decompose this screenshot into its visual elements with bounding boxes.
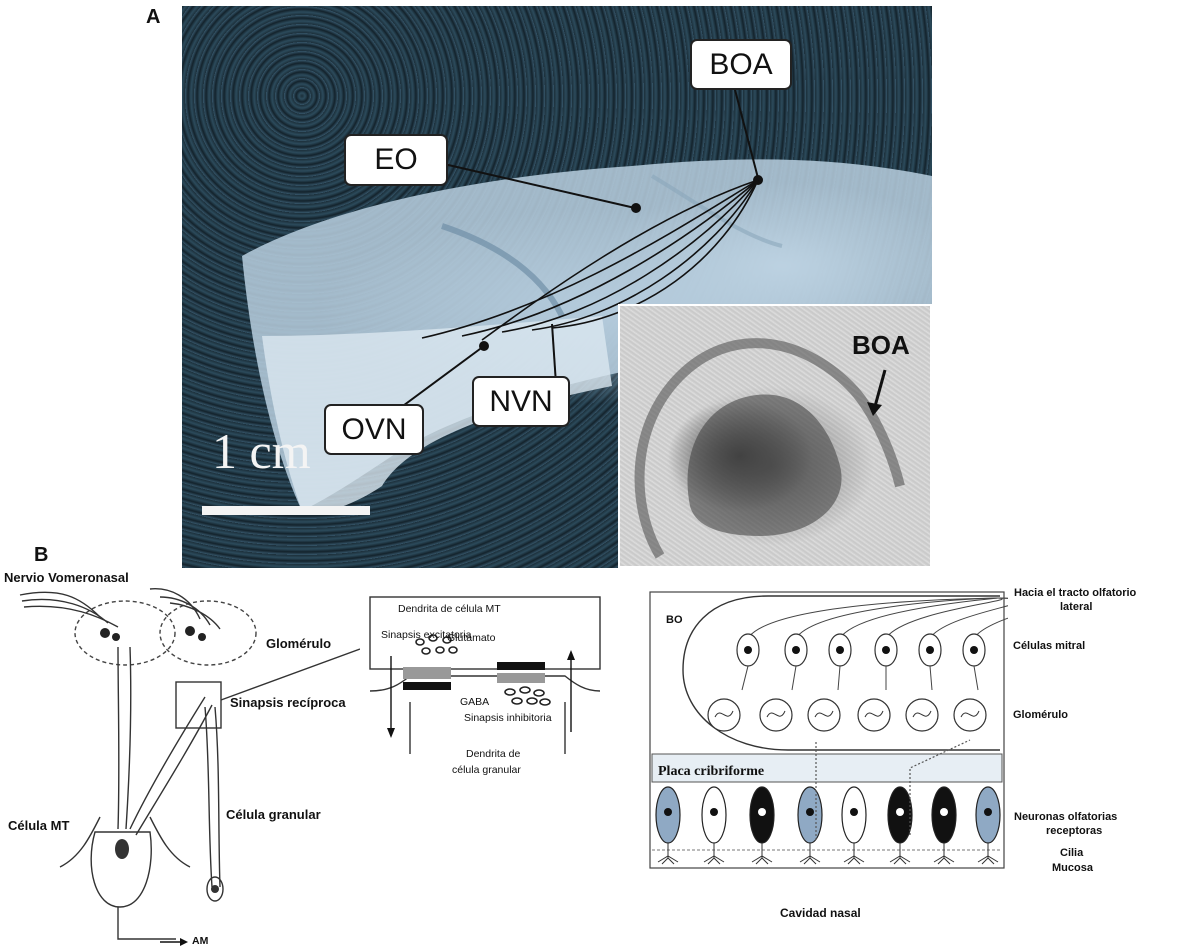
receptor-neuron [656, 787, 680, 864]
downward-arrowhead [387, 728, 395, 738]
mucosa-label: Mucosa [1052, 862, 1093, 875]
inset-inner-mass [688, 394, 842, 536]
glutamato-label: Glutamato [447, 632, 495, 644]
inset-boa-label: BOA [852, 330, 910, 361]
excitatory-cleft [403, 667, 451, 679]
neuronas-olfatorias-label-1: Neuronas olfatorias [1014, 811, 1117, 824]
ovn-label: OVN [324, 404, 424, 455]
receptor-neuron [888, 787, 912, 864]
panel-b-letter: B [34, 544, 48, 567]
granular-cell-process [205, 707, 220, 887]
mt-cell-body [60, 817, 190, 907]
mt-cell-nucleus [115, 839, 129, 859]
mt-granular-cell-schematic [0, 567, 360, 947]
excitatory-density [403, 682, 451, 690]
celulas-mitral-label: Células mitral [1013, 640, 1085, 653]
neuronas-olfatorias-label-2: receptoras [1046, 825, 1102, 838]
receptor-neuron [842, 787, 866, 864]
glomerulus [858, 699, 890, 731]
reciprocal-synapse-box [176, 682, 221, 728]
gaba-label: GABA [460, 696, 489, 708]
cavidad-nasal-label: Cavidad nasal [780, 907, 861, 921]
am-label: AM [192, 935, 208, 947]
receptor-neurons [656, 787, 1000, 864]
receptor-neuron [798, 787, 822, 864]
nervio-vomeronasal-label: Nervio Vomeronasal [4, 571, 129, 586]
glomeruli [708, 699, 986, 731]
mt-axon [118, 907, 176, 939]
celula-mt-label: Célula MT [8, 819, 69, 834]
gaba-vesicles [505, 687, 550, 705]
receptor-neuron [976, 787, 1000, 864]
histology-inset: BOA [618, 304, 932, 568]
glomerulus [954, 699, 986, 731]
hacia-tracto-label-1: Hacia el tracto olfatorio [1014, 587, 1136, 600]
panel-a-letter: A [146, 6, 160, 29]
olfactory-bulb-schematic [648, 590, 1008, 875]
receptor-neuron [750, 787, 774, 864]
inhibitory-cleft [497, 673, 545, 683]
eo-pointer-dot [631, 203, 641, 213]
glomerulo-label-left: Glomérulo [266, 637, 331, 652]
glomerulus [760, 699, 792, 731]
receptor-neuron [932, 787, 956, 864]
mt-cell-lateral-dendrite [130, 697, 212, 835]
hacia-tracto-label-2: lateral [1060, 601, 1092, 614]
glomerulus [708, 699, 740, 731]
sinapsis-reciproca-label: Sinapsis recíproca [230, 696, 346, 711]
scale-bar [202, 506, 370, 515]
zoom-pointer [221, 649, 360, 700]
placa-cribriforme-label: Placa cribriforme [658, 764, 764, 780]
dendrita-mt-label: Dendrita de célula MT [398, 603, 501, 615]
glomerulo-label-right: Glomérulo [1013, 709, 1068, 722]
ovn-pointer-dot [479, 341, 489, 351]
nvn-label: NVN [472, 376, 570, 427]
glomerulus [906, 699, 938, 731]
mt-cell-dendrite [118, 647, 131, 829]
glomerulus [808, 699, 840, 731]
nerve-fibers-top [20, 589, 220, 629]
cilia-label: Cilia [1060, 847, 1083, 860]
inhibitory-density [497, 662, 545, 670]
mitral-cells [737, 598, 1008, 690]
dendrita-granular-label-2: célula granular [452, 764, 521, 776]
celula-granular-label: Célula granular [226, 808, 321, 823]
am-arrowhead [180, 938, 188, 946]
upward-arrowhead [567, 650, 575, 660]
dendrita-granular-label-1: Dendrita de [466, 748, 520, 760]
mitral-cell [737, 598, 998, 690]
bo-label: BO [666, 614, 683, 627]
eo-label: EO [344, 134, 448, 186]
boa-label: BOA [690, 39, 792, 90]
receptor-neuron [702, 787, 726, 864]
glomerulus-clusters [100, 626, 206, 641]
scale-label: 1 cm [212, 422, 311, 480]
granular-cell-nucleus [211, 885, 219, 893]
sinapsis-inhibitoria-label: Sinapsis inhibitoria [464, 712, 552, 724]
